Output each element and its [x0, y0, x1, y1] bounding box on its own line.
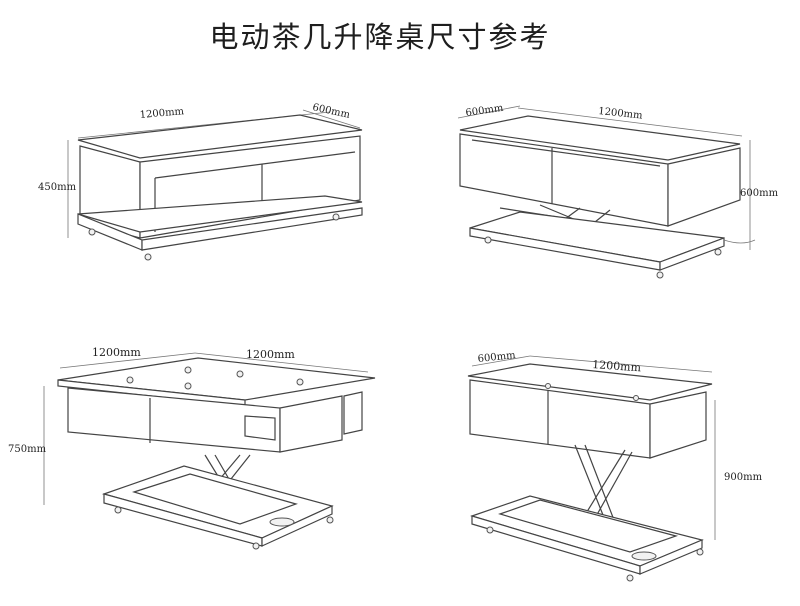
view-raised-600: 600mm 1200mm 600mm — [457, 103, 779, 279]
dim-length-label: 1200mm — [592, 358, 642, 374]
view-closed-table: 1200mm 600mm 450mm — [38, 102, 363, 261]
dim-height-label: 600mm — [740, 188, 779, 199]
dim-width-label: 600mm — [465, 103, 505, 119]
dim-height-label: 900mm — [724, 472, 763, 483]
dim-left-label: 1200mm — [92, 346, 141, 359]
page-title: 电动茶几升降桌尺寸参考 — [209, 20, 551, 54]
dim-right-label: 1200mm — [246, 348, 295, 361]
view-extended-750: 1200mm 1200mm 750mm — [8, 346, 376, 550]
dim-length-label: 1200mm — [139, 106, 185, 121]
view-raised-900: 600mm 1200mm 900mm — [467, 350, 763, 582]
dim-height-label: 450mm — [38, 182, 77, 193]
dim-width-label: 600mm — [311, 102, 351, 121]
dim-height-label: 750mm — [8, 444, 47, 455]
dim-width-label: 600mm — [477, 350, 517, 365]
dim-length-label: 1200mm — [598, 106, 644, 122]
